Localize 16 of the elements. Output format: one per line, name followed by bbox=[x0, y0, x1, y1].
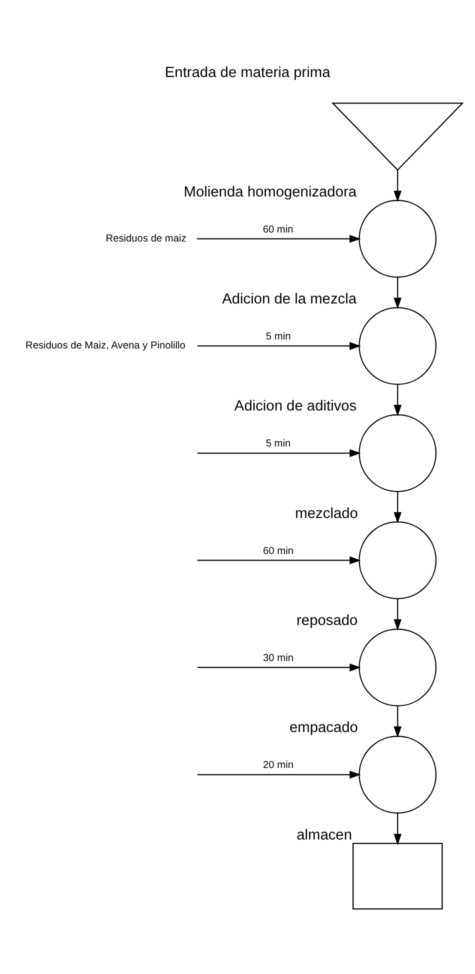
node-label: Entrada de materia prima bbox=[164, 64, 330, 81]
edge-label: 20 min bbox=[262, 760, 293, 772]
node-label: mezclado bbox=[294, 506, 358, 522]
node-label: almacen bbox=[296, 827, 352, 844]
node-label: Adicion de aditivos bbox=[234, 398, 356, 415]
edge-label: 30 min bbox=[262, 652, 293, 664]
node-label: Molienda homogenizadora bbox=[183, 184, 356, 200]
edge-label: 5 min bbox=[265, 331, 290, 342]
edge-label: 60 min bbox=[262, 546, 293, 557]
edge-label: 5 min bbox=[265, 438, 290, 450]
node-label: Adicion de la mezcla bbox=[222, 292, 356, 308]
edge-label: 60 min bbox=[262, 224, 293, 236]
node-label: reposado bbox=[296, 613, 358, 630]
node-label: empacado bbox=[289, 720, 358, 736]
node-text: Residuos de Maiz, Avena y Pinolillo bbox=[25, 340, 185, 352]
node-text: Residuos de maiz bbox=[105, 233, 186, 244]
